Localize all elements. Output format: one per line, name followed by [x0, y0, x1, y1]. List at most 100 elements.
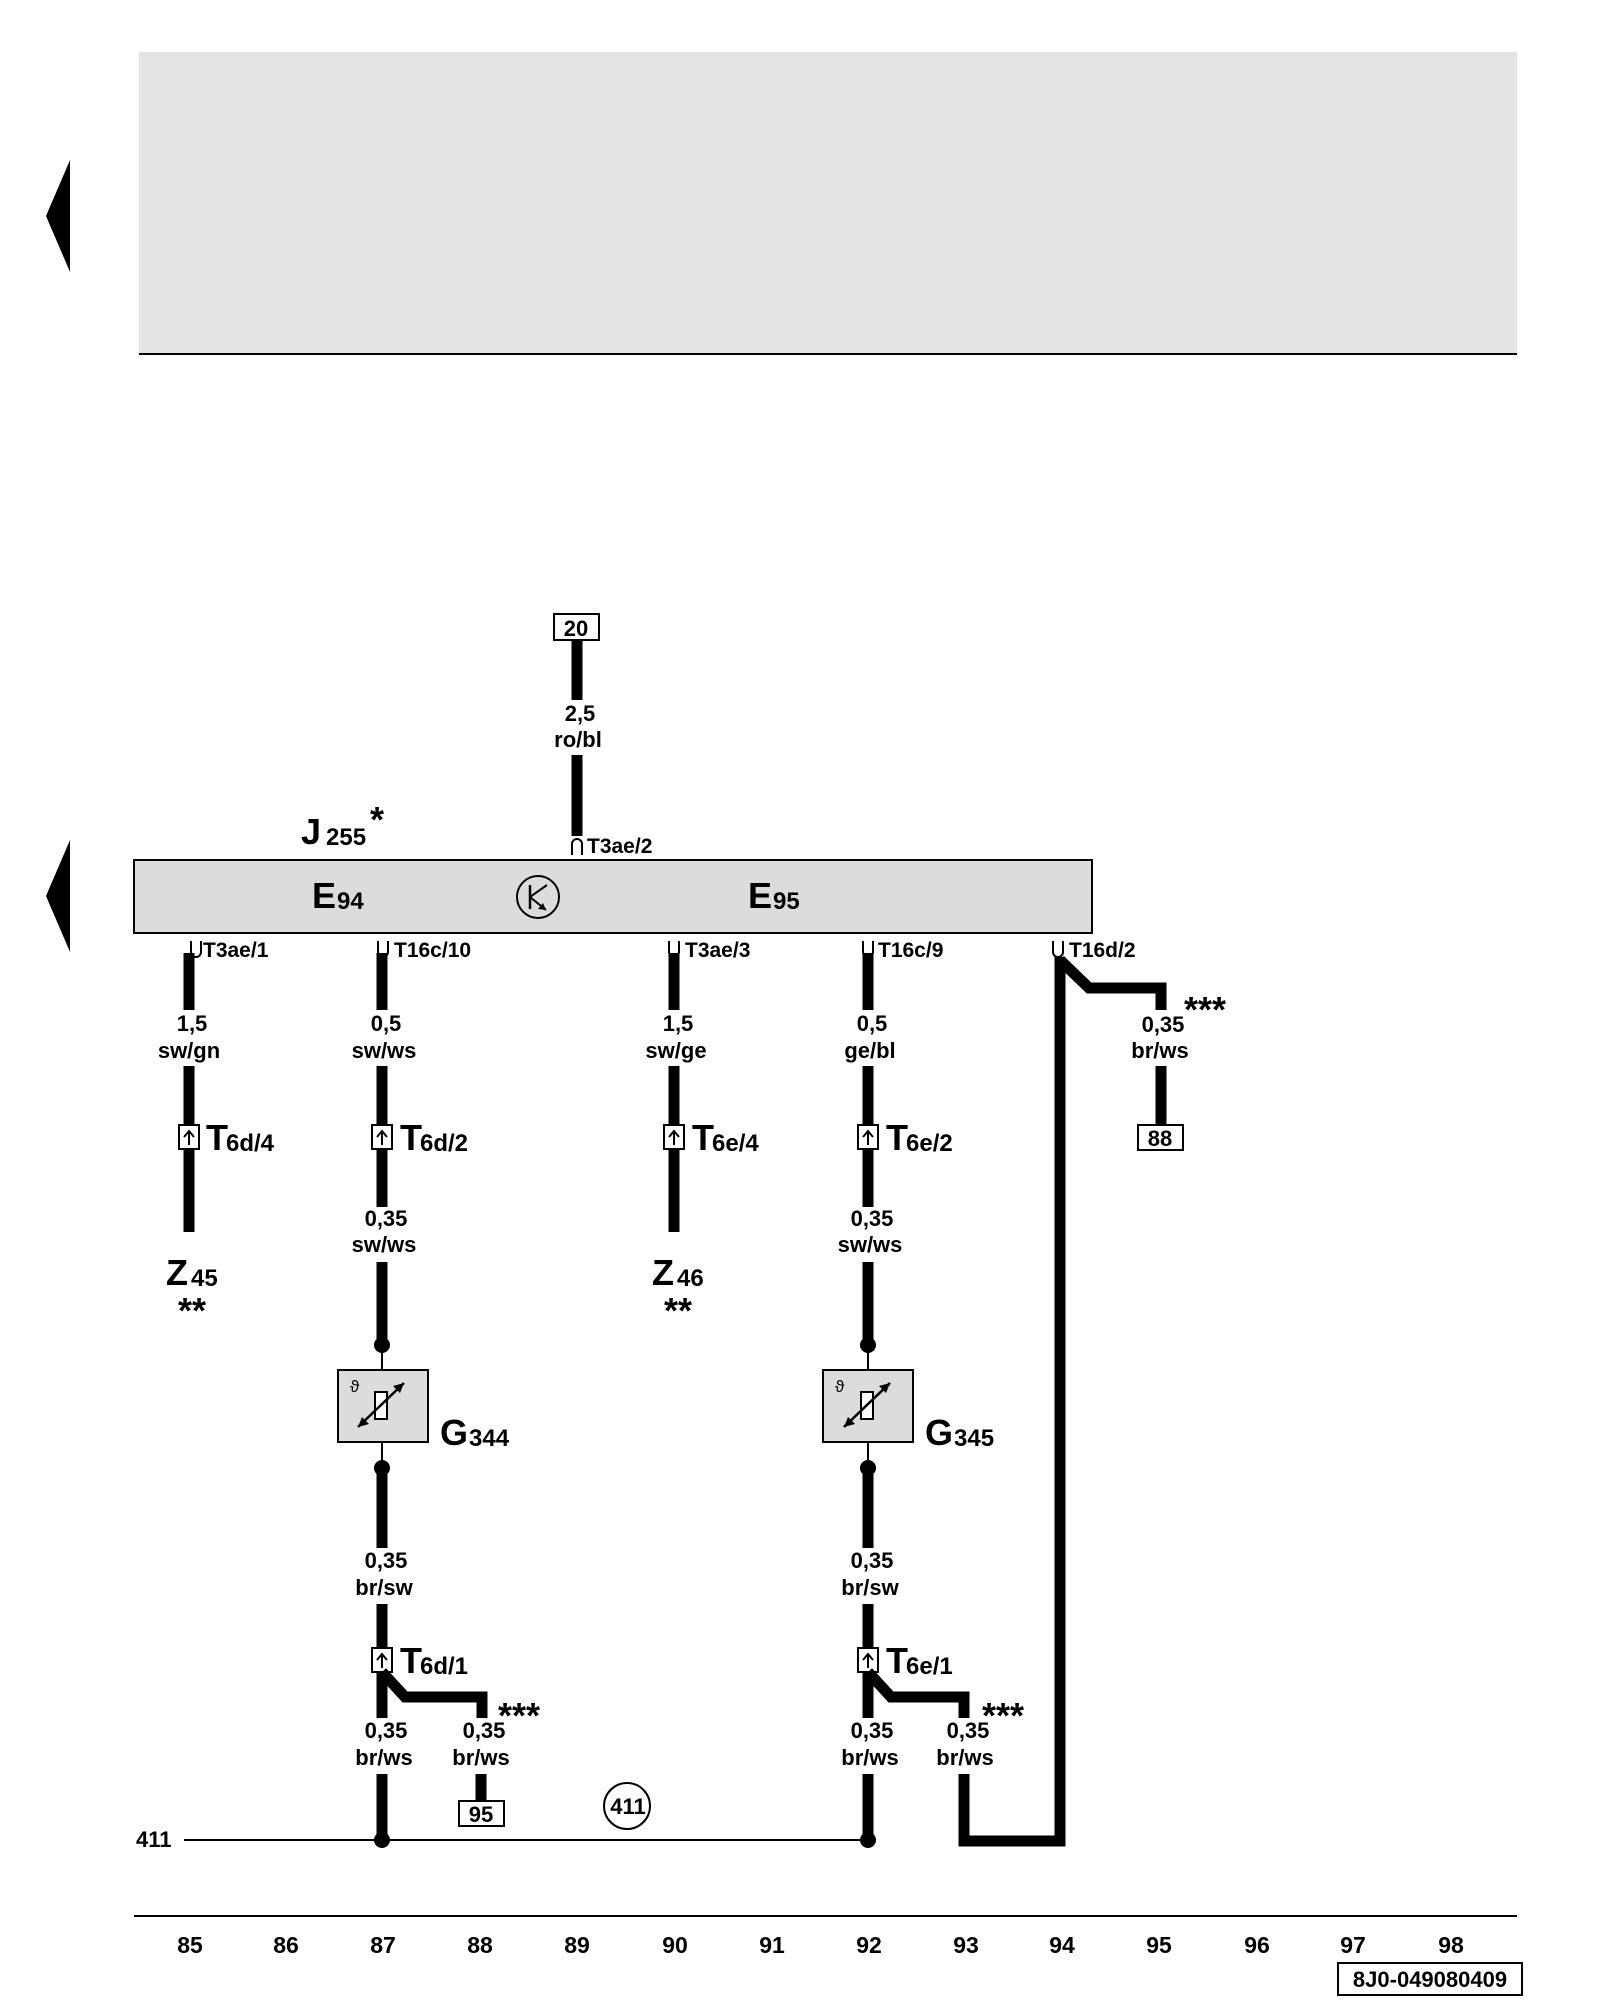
wire-bottom-color-3: br/ws — [841, 1745, 898, 1770]
connector-t6d4-name: T — [206, 1117, 228, 1158]
wire-g344-size-1: 0,5 — [371, 1011, 402, 1036]
unit-sub: 255 — [326, 824, 366, 851]
wire-bottom-color-4: br/ws — [936, 1745, 993, 1770]
ground-label: 411 — [136, 1827, 172, 1852]
wire-t16d2-loop — [958, 957, 1066, 1847]
connector-t6e1-sub: 6e/1 — [906, 1653, 953, 1680]
ref-88-label: 88 — [1148, 1126, 1172, 1151]
connector-t6e4-sub: 6e/4 — [712, 1130, 759, 1157]
pin-top-marker-icon — [571, 838, 583, 855]
svg-text:ϑ: ϑ — [350, 1377, 360, 1396]
wire-t16d2-mark: *** — [1184, 989, 1226, 1030]
grid-number: 85 — [177, 1932, 203, 1958]
grid-number: 86 — [273, 1932, 299, 1958]
wire-g345-size-2: 0,35 — [851, 1206, 894, 1231]
grid-number: 92 — [856, 1932, 882, 1958]
doc-id-box — [1337, 1962, 1523, 1996]
thermistor-icon: ϑ — [350, 1377, 405, 1428]
wire-g345-size-3: 0,35 — [851, 1548, 894, 1573]
ref-box-20[interactable] — [553, 613, 600, 641]
wire-bottom-mark-2: *** — [498, 1695, 540, 1736]
grid-number: 88 — [467, 1932, 493, 1958]
wire-g344-size-2: 0,35 — [365, 1206, 408, 1231]
heater-z46-sub: 46 — [677, 1265, 704, 1292]
grid-number: 93 — [953, 1932, 979, 1958]
wire-t16d2-size: 0,35 — [1142, 1012, 1185, 1037]
heater-z45-mark: ** — [178, 1290, 206, 1331]
heater-z46-name: Z — [652, 1252, 674, 1293]
wire-t6d1-branch — [377, 1668, 488, 1718]
wire-g345-color-3: br/sw — [841, 1575, 899, 1600]
grid-number: 91 — [759, 1932, 785, 1958]
wire-bottom-size-2: 0,35 — [463, 1718, 506, 1743]
pin-label-t16d2: T16d/2 — [1069, 939, 1136, 962]
sensor-g344-name: G — [440, 1412, 468, 1453]
junction-dot — [374, 1832, 390, 1848]
sensor-g345-name: G — [925, 1412, 953, 1453]
control-e95-sub: 95 — [773, 888, 800, 915]
wire-bottom-color-2: br/ws — [452, 1745, 509, 1770]
wire-bottom-color-1: br/ws — [355, 1745, 412, 1770]
prev-page-arrow-icon[interactable] — [46, 160, 70, 272]
prev-section-arrow-icon[interactable] — [46, 840, 70, 952]
wire-z45-size: 1,5 — [177, 1011, 208, 1036]
thermistor-icon: ϑ — [835, 1377, 891, 1428]
unit-mark: * — [370, 799, 384, 840]
unit-name: J — [301, 811, 321, 852]
wire-t16d2-branch — [1056, 956, 1167, 1010]
wire-g344-size-3: 0,35 — [365, 1548, 408, 1573]
connector-t6d2-sub: 6d/2 — [420, 1130, 468, 1157]
connector-t6e2-name: T — [886, 1117, 908, 1158]
wire-g344-color-2: sw/ws — [352, 1232, 417, 1257]
connector-arrow-icon — [668, 1129, 680, 1145]
grid-number: 90 — [662, 1932, 688, 1958]
header-band — [139, 52, 1517, 354]
pin-label-t3ae3: T3ae/3 — [685, 939, 750, 962]
connector-arrow-icon — [376, 1129, 388, 1145]
grid-numbers: 85 86 87 88 89 90 91 92 93 94 95 96 97 9… — [177, 1932, 1464, 1958]
connector-t6e2-sub: 6e/2 — [906, 1130, 953, 1157]
pin-marker-icon — [190, 941, 202, 958]
wire-g345-color-1: ge/bl — [844, 1038, 895, 1063]
ground-point-circle — [603, 1782, 651, 1830]
grid-number: 96 — [1244, 1932, 1270, 1958]
wire-t6e1-branch — [863, 1668, 970, 1718]
heater-z45-sub: 45 — [191, 1265, 218, 1292]
grid-number: 94 — [1049, 1932, 1075, 1958]
pin-label-t16c9: T16c/9 — [878, 939, 943, 962]
ref-20-label: 20 — [564, 616, 588, 641]
connector-t6d1-sub: 6d/1 — [420, 1653, 468, 1680]
sensor-g345-sub: 345 — [954, 1425, 994, 1452]
connector-t6d2-name: T — [400, 1117, 422, 1158]
grid-number: 97 — [1340, 1932, 1366, 1958]
sensor-g344-sub: 344 — [469, 1425, 510, 1452]
wire-bottom-size-1: 0,35 — [365, 1718, 408, 1743]
wire-z45-color: sw/gn — [158, 1038, 220, 1063]
wire-t16d2-color: br/ws — [1131, 1038, 1188, 1063]
control-unit-box — [133, 859, 1093, 934]
connector-arrow-icon — [862, 1129, 874, 1145]
grid-number: 98 — [1438, 1932, 1464, 1958]
connector-arrow-icon — [183, 1129, 195, 1145]
connector-t6e1-name: T — [886, 1640, 908, 1681]
doc-id: 8J0-049080409 — [1353, 1967, 1507, 1992]
connector-arrow-icon — [376, 1652, 388, 1668]
fan-switch-icon — [516, 875, 560, 919]
control-e95-name: E — [748, 875, 772, 916]
wire-power-size: 2,5 — [565, 701, 596, 726]
heater-z46-mark: ** — [664, 1290, 692, 1331]
ref-box-95[interactable] — [458, 1800, 505, 1827]
grid-number: 95 — [1146, 1932, 1172, 1958]
ground-point-label: 411 — [610, 1794, 646, 1819]
connector-t6d1-name: T — [400, 1640, 422, 1681]
pin-marker-icon — [1052, 941, 1064, 958]
pin-label-t3ae1: T3ae/1 — [203, 939, 269, 962]
grid-number: 89 — [564, 1932, 590, 1958]
control-e94-sub: 94 — [337, 888, 364, 915]
ref-box-88[interactable] — [1137, 1124, 1184, 1151]
wire-z46-color: sw/ge — [645, 1038, 706, 1063]
connector-arrow-icon — [862, 1652, 874, 1668]
wire-g345-color-2: sw/ws — [838, 1232, 903, 1257]
connector-t6d4-sub: 6d/4 — [226, 1130, 275, 1157]
